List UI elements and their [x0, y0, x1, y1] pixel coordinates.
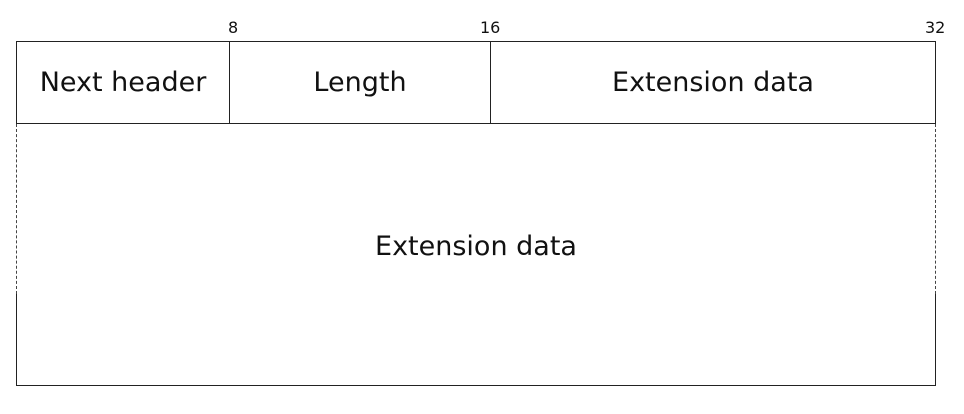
header-row: Next header Length Extension data: [16, 41, 936, 124]
length-label: Length: [313, 67, 407, 98]
right-solid-line: [935, 294, 936, 386]
extension-data-label-top: Extension data: [612, 67, 814, 98]
next-header-field: Next header: [17, 42, 229, 123]
left-solid-line: [16, 294, 17, 386]
bit-marker-32: 32: [925, 18, 946, 37]
next-header-label: Next header: [39, 67, 207, 98]
extension-data-label-body: Extension data: [375, 231, 577, 262]
left-dashed-line: [16, 124, 17, 294]
bit-marker-8: 8: [228, 18, 239, 37]
length-field: Length: [229, 42, 490, 123]
right-dashed-line: [935, 124, 936, 294]
bit-marker-16: 16: [480, 18, 501, 37]
extension-data-field-top: Extension data: [490, 42, 935, 123]
extension-data-block: Extension data: [16, 124, 936, 386]
